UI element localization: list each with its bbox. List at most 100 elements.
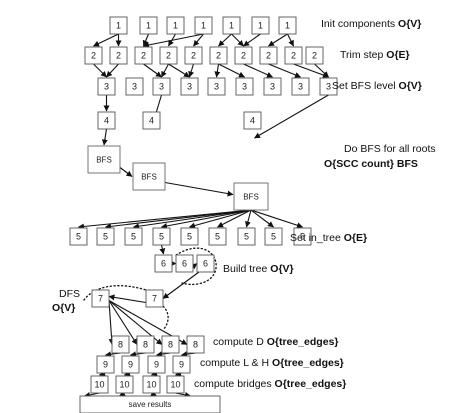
label-bridges: compute bridges O{tree_edges}	[194, 378, 346, 390]
label-bridges-text: compute bridges	[194, 378, 275, 390]
label-computeD-text: compute D	[213, 336, 267, 348]
label-init-complexity: O{V}	[398, 18, 421, 30]
level-node-1-label: 3	[104, 82, 109, 92]
save-results-label: save results	[129, 400, 172, 409]
label-bridges-complexity: O{tree_edges}	[275, 378, 347, 390]
level-node-9: 3	[319, 77, 338, 96]
seven-node-1: 7	[145, 289, 164, 308]
trim-node-6: 2	[209, 46, 228, 65]
init-node-5-label: 1	[229, 21, 234, 31]
edge-ten-save	[175, 391, 191, 398]
label-intree-complexity: O{E}	[344, 232, 367, 244]
level-node-3-label: 3	[159, 82, 164, 92]
ten-node-3: 10	[142, 375, 161, 394]
label-computeLH-text: compute L & H	[200, 357, 272, 369]
ten-node-2: 10	[115, 375, 134, 394]
level-node-7-label: 3	[270, 82, 275, 92]
nine-node-1-label: 9	[103, 360, 108, 370]
five-node-2: 5	[96, 227, 115, 246]
edge-trim-level	[168, 63, 190, 78]
four-node-1-label: 4	[104, 116, 109, 126]
init-node-7: 1	[278, 16, 297, 35]
trim-node-10: 2	[305, 46, 324, 65]
level-node-8: 3	[291, 77, 310, 96]
edge-trim-level	[188, 63, 195, 78]
trim-node-2: 2	[109, 46, 128, 65]
level-node-7: 3	[263, 77, 282, 96]
label-level-text: Set BFS level	[332, 80, 399, 92]
edge-init-trim	[193, 33, 204, 47]
five-node-2-label: 5	[103, 232, 108, 242]
init-node-3: 1	[166, 16, 185, 35]
edge-trim-level	[293, 63, 329, 78]
ten-node-4-label: 10	[170, 380, 180, 390]
edge-trim-level	[143, 63, 162, 78]
init-node-7-label: 1	[285, 21, 290, 31]
trim-node-9: 2	[284, 46, 303, 65]
level-node-6-label: 3	[242, 82, 247, 92]
ten-node-1-label: 10	[94, 380, 104, 390]
ten-node-4: 10	[166, 375, 185, 394]
label-dfs_line2-complexity: O{V}	[52, 302, 75, 314]
edge-init-trim	[93, 33, 119, 47]
edge-bfs-five	[245, 209, 252, 228]
edge-init-trim	[268, 33, 288, 47]
edge-trim-level	[243, 63, 273, 78]
edge-bfs-five	[161, 209, 252, 229]
label-bfs_line1-text: Do BFS for all roots	[344, 143, 436, 155]
label-intree: Set in_tree O{E}	[290, 232, 367, 244]
level-node-8-label: 3	[298, 82, 303, 92]
edge-seven-eight	[108, 300, 138, 345]
five-node-9: 5	[293, 227, 312, 246]
edge-trim-level	[268, 63, 301, 78]
label-bfs_line2-complexity: O{SCC count} BFS	[324, 158, 418, 170]
label-trim-text: Trim step	[340, 49, 386, 61]
save-results-box: save results	[79, 395, 221, 413]
init-node-2: 1	[139, 16, 158, 35]
eight-node-4-label: 8	[193, 340, 198, 350]
edge-trim-level	[161, 63, 169, 78]
nine-node-2: 9	[121, 355, 140, 374]
trim-node-2-label: 2	[116, 51, 121, 61]
five-node-3-label: 5	[131, 232, 136, 242]
edge-five-six	[159, 244, 166, 255]
edge-ten-save	[150, 390, 157, 397]
label-computeLH: compute L & H O{tree_edges}	[200, 357, 344, 369]
four-node-3: 4	[243, 111, 262, 130]
trim-node-6-label: 2	[216, 51, 221, 61]
label-level: Set BFS level O{V}	[332, 80, 422, 92]
edge-bfs-five	[133, 209, 252, 230]
trim-node-5: 2	[184, 46, 203, 65]
level-node-5: 3	[207, 77, 226, 96]
eight-node-2: 8	[136, 335, 155, 354]
level-node-1: 3	[97, 77, 116, 96]
edge-trim-level	[106, 63, 119, 78]
edge-init-trim	[231, 33, 244, 47]
eight-node-1-label: 8	[118, 340, 123, 350]
dfs-traversal-curve	[175, 247, 217, 286]
label-build: Build tree O{V}	[223, 263, 294, 275]
label-computeD: compute D O{tree_edges}	[213, 336, 339, 348]
edge-level-four	[254, 94, 329, 139]
labels-layer: Init components O{V}Trim step O{E}Set BF…	[52, 18, 436, 390]
five-node-6-label: 5	[215, 232, 220, 242]
five-node-5-label: 5	[187, 232, 192, 242]
edge-ten-save	[119, 390, 126, 397]
eight-node-1: 8	[111, 335, 130, 354]
nine-node-3: 9	[147, 355, 166, 374]
bfs-node-2-label: BFS	[141, 173, 157, 182]
six-node-2: 6	[175, 254, 194, 273]
five-node-4-label: 5	[159, 232, 164, 242]
five-node-6: 5	[208, 227, 227, 246]
init-node-6: 1	[251, 16, 270, 35]
init-node-4-label: 1	[201, 21, 206, 31]
trim-node-4: 2	[159, 46, 178, 65]
level-node-5-label: 3	[214, 82, 219, 92]
five-node-8: 5	[264, 227, 283, 246]
five-node-5: 5	[180, 227, 199, 246]
bfs-node-3-label: BFS	[243, 193, 259, 202]
label-level-complexity: O{V}	[399, 80, 422, 92]
init-node-4: 1	[194, 16, 213, 35]
